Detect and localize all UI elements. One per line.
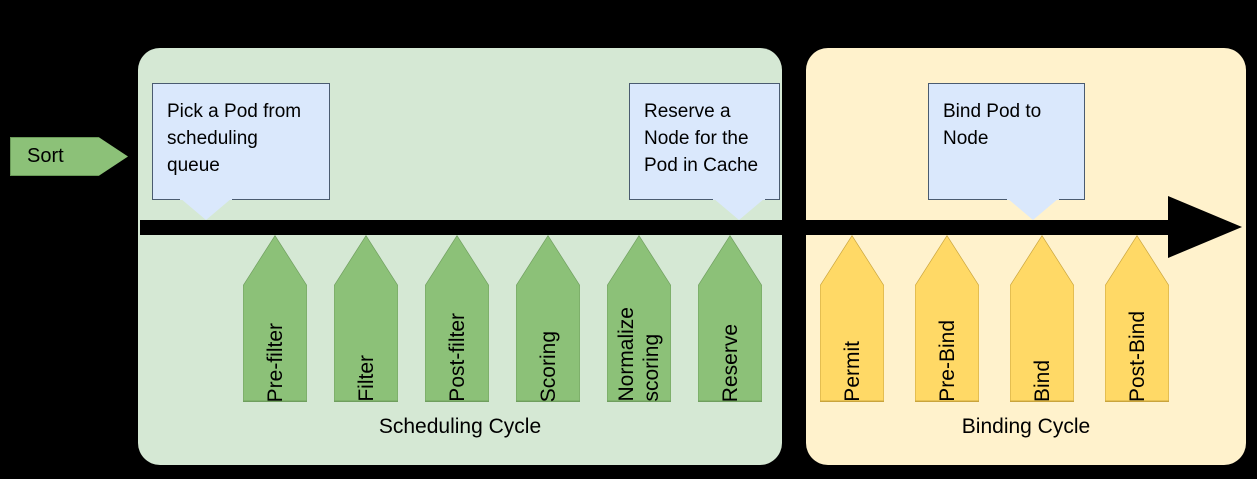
- callout-text: Pick a Pod from scheduling queue: [167, 101, 302, 176]
- extension-point-label: Pre-Bind: [935, 320, 959, 402]
- callout-pick-pod: Pick a Pod from scheduling queue: [152, 83, 330, 221]
- timeline-bar: [140, 220, 1175, 235]
- extension-point-label: Post-Bind: [1125, 310, 1149, 402]
- extension-point-label: Pre-filter: [263, 322, 287, 402]
- extension-point-label: Filter: [354, 355, 378, 402]
- callout-reserve-node: Reserve a Node for the Pod in Cache: [629, 83, 780, 221]
- sort-stage-arrow: Sort: [10, 137, 128, 176]
- timeline-arrowhead-icon: [1168, 196, 1242, 258]
- callout-text: Reserve a Node for the Pod in Cache: [644, 101, 759, 176]
- callout-tail-mask: [180, 197, 232, 200]
- extension-point-label: Scoring: [536, 330, 560, 402]
- callout-text: Bind Pod to Node: [943, 101, 1042, 149]
- extension-point-label: Reserve: [718, 323, 742, 402]
- extension-point-label: Bind: [1030, 359, 1054, 402]
- extension-point-label: Post-filter: [445, 313, 469, 402]
- extension-point-label: Permit: [840, 341, 864, 402]
- sort-stage-label: Sort: [27, 145, 64, 167]
- callout-bind-pod: Bind Pod to Node: [928, 83, 1085, 221]
- callout-tail-mask: [1007, 197, 1059, 200]
- scheduling-cycle-label: Scheduling Cycle: [378, 415, 542, 438]
- binding-cycle-label: Binding Cycle: [961, 415, 1091, 438]
- callout-tail-mask: [713, 197, 765, 200]
- extension-point-label: Normalize scoring: [615, 307, 663, 402]
